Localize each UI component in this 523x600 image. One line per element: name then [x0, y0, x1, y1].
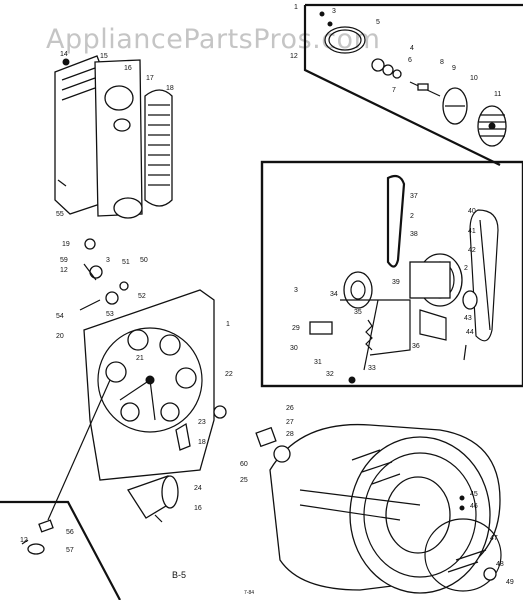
callout-28: 28 — [286, 431, 294, 438]
callout-25: 25 — [240, 477, 248, 484]
callout-16: 16 — [124, 65, 132, 72]
callout-59: 59 — [60, 257, 68, 264]
callout-4: 4 — [410, 45, 414, 52]
callout-42: 42 — [468, 247, 476, 254]
callout-52: 52 — [138, 293, 146, 300]
callout-31: 31 — [314, 359, 322, 366]
callout-19: 19 — [62, 241, 70, 248]
callout-56: 56 — [66, 529, 74, 536]
callout-1: 1 — [226, 321, 230, 328]
callout-10: 10 — [470, 75, 478, 82]
callout-43: 43 — [464, 315, 472, 322]
callouts-drum: 26 27 28 60 25 45 46 47 48 49 — [240, 405, 514, 586]
callout-33: 33 — [368, 365, 376, 372]
callout-29: 29 — [292, 325, 300, 332]
callout-34: 34 — [330, 291, 338, 298]
callout-14: 14 — [60, 51, 68, 58]
callout-30: 30 — [290, 345, 298, 352]
watermark: AppliancePartsPros.com — [46, 24, 381, 55]
callout-36: 36 — [412, 343, 420, 350]
page-label: B-5 — [172, 570, 186, 580]
callout-26: 26 — [286, 405, 294, 412]
callout-46: 46 — [470, 503, 478, 510]
callout-47: 47 — [490, 535, 498, 542]
filter-assembly — [54, 55, 173, 219]
motor-belt-assembly — [260, 160, 523, 388]
callout-21: 21 — [136, 355, 144, 362]
callout-12: 12 — [290, 53, 298, 60]
callout-44: 44 — [466, 329, 474, 336]
callout-41: 41 — [468, 228, 476, 235]
callouts-bulkhead: 19 59 12 3 50 51 52 53 54 20 22 23 18 21… — [56, 241, 233, 512]
callout-18: 18 — [198, 439, 206, 446]
inset-box — [0, 500, 121, 600]
callout-17: 17 — [146, 75, 154, 82]
callout-12: 12 — [20, 537, 28, 544]
callout-49: 49 — [506, 579, 514, 586]
callout-50: 50 — [140, 257, 148, 264]
drum — [255, 423, 502, 594]
callout-2a: 2 — [410, 213, 414, 220]
callout-15: 15 — [100, 53, 108, 60]
callout-12: 12 — [60, 267, 68, 274]
callout-3: 3 — [106, 257, 110, 264]
small-code: 7-84 — [244, 590, 254, 596]
callout-27: 27 — [286, 419, 294, 426]
callout-3: 3 — [294, 287, 298, 294]
callout-37: 37 — [410, 193, 418, 200]
callout-3: 3 — [332, 8, 336, 15]
callouts-motor-belt: 37 2 38 41 42 40 34 35 39 3 29 30 31 32 … — [290, 193, 476, 378]
callout-24: 24 — [194, 485, 202, 492]
callout-20: 20 — [56, 333, 64, 340]
callout-8: 8 — [440, 59, 444, 66]
callout-7: 7 — [392, 87, 396, 94]
callout-54: 54 — [56, 313, 64, 320]
callout-57: 57 — [66, 547, 74, 554]
callout-39: 39 — [392, 279, 400, 286]
callout-45: 45 — [470, 491, 478, 498]
callout-11: 11 — [494, 91, 501, 98]
callouts-inset: 56 57 12 — [20, 529, 74, 554]
callouts-top-right: 1 3 5 4 6 7 8 9 10 11 12 — [290, 4, 501, 98]
callout-5: 5 — [376, 19, 380, 26]
callout-60: 60 — [240, 461, 248, 468]
top-right-assembly — [303, 3, 523, 166]
exhaust-cone — [127, 475, 179, 523]
callout-51: 51 — [122, 259, 130, 266]
callout-22: 22 — [225, 371, 233, 378]
bulkhead-panel — [47, 238, 227, 521]
callouts-top-left: 15 16 17 18 55 14 — [56, 51, 174, 218]
callout-1: 1 — [294, 4, 298, 11]
callout-55: 55 — [56, 211, 64, 218]
callout-32: 32 — [326, 371, 334, 378]
callout-40: 40 — [468, 208, 476, 215]
callout-6: 6 — [408, 57, 412, 64]
callout-23: 23 — [198, 419, 206, 426]
callout-53: 53 — [106, 311, 114, 318]
callout-48: 48 — [496, 561, 504, 568]
callout-16: 16 — [194, 505, 202, 512]
callout-2b: 2 — [464, 265, 468, 272]
callout-35: 35 — [354, 309, 362, 316]
callout-38: 38 — [410, 231, 418, 238]
callout-9: 9 — [452, 65, 456, 72]
callout-18: 18 — [166, 85, 174, 92]
